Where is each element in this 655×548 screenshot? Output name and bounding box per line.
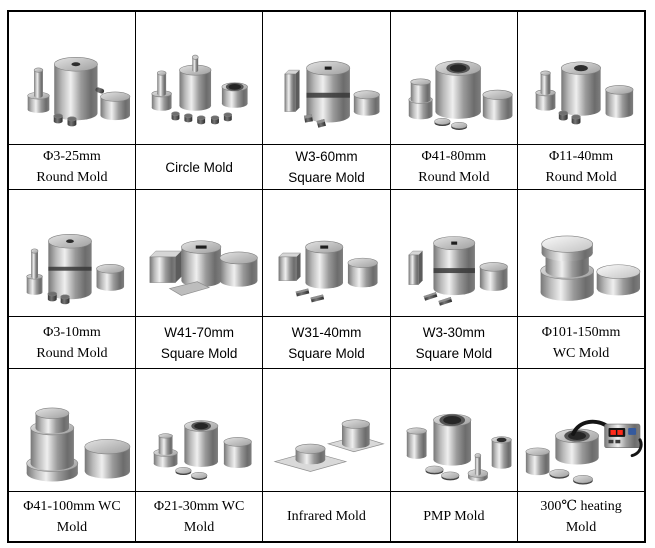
label-line1: Φ41-80mm (421, 149, 487, 164)
image-cell (262, 10, 391, 145)
photo-round-mold-phi41-80 (391, 12, 516, 144)
label-line2: Round Mold (36, 170, 108, 185)
label-line2: Square Mold (160, 345, 238, 361)
photo-square-mold-w41-70 (136, 191, 261, 316)
image-cell (7, 189, 136, 317)
label-row-3: Φ41-100mm WC Mold Φ21-30mm WC Mold Infrare… (7, 491, 646, 543)
label-line1: W3-60mm (295, 149, 358, 164)
photo-round-mold-phi3-10 (9, 191, 134, 316)
photo-round-mold-phi3-25 (9, 12, 134, 144)
label-line2: Round Mold (418, 170, 490, 185)
label-cell: Φ101-150mm WC Mold (517, 316, 646, 369)
label-line2: Square Mold (415, 345, 493, 361)
image-cell (134, 368, 264, 492)
label-cell: Infrared Mold (262, 491, 391, 543)
label-line1: W3-30mm (422, 324, 485, 340)
label-line1: W31-40mm (291, 324, 362, 340)
label-line1: Φ41-100mm WC (23, 498, 121, 514)
photo-circle-mold (136, 12, 261, 144)
mold-label: Φ21-30mm WC Mold (136, 492, 261, 541)
image-cell (389, 10, 519, 145)
image-cell (389, 189, 519, 317)
image-cell (517, 189, 646, 317)
label-cell: Circle Mold (134, 144, 264, 190)
image-cell (517, 10, 646, 145)
mold-label: Infrared Mold (264, 492, 389, 541)
photo-wc-mold-phi41-100 (9, 370, 134, 491)
photo-pmp-mold (391, 370, 516, 491)
label-line2: Square Mold (288, 170, 365, 185)
label-line1: W41-70mm (164, 324, 234, 340)
image-row-1 (7, 10, 646, 145)
image-cell (389, 368, 519, 492)
photo-square-mold-w3-60 (264, 12, 389, 144)
photo-square-mold-w3-30 (391, 191, 516, 316)
label-line1: PMP Mold (423, 509, 485, 524)
photo-heating-mold (519, 370, 644, 491)
mold-label: PMP Mold (391, 492, 516, 541)
photo-wc-mold-phi101-150 (519, 191, 644, 316)
label-cell: Φ21-30mm WC Mold (134, 491, 264, 543)
label-line1: Infrared Mold (287, 509, 366, 524)
label-line2: Square Mold (288, 345, 365, 361)
label-line2: Round Mold (545, 170, 617, 185)
photo-infrared-mold (264, 370, 389, 491)
label-line1: Φ3-10mm (43, 324, 101, 340)
label-line2: WC Mold (552, 345, 610, 361)
label-line2: Mold (183, 519, 215, 535)
image-cell (134, 189, 264, 317)
image-cell (262, 368, 391, 492)
label-cell: PMP Mold (389, 491, 519, 543)
label-line1: Φ11-40mm (548, 149, 614, 164)
image-cell (7, 10, 136, 145)
photo-square-mold-w31-40 (264, 191, 389, 316)
image-row-2 (7, 189, 646, 317)
image-cell (7, 368, 136, 492)
label-line1: 300℃ heating (540, 498, 622, 514)
photo-round-mold-phi11-40 (519, 12, 644, 144)
mold-label: Φ41-100mm WC Mold (9, 492, 134, 541)
photo-wc-mold-phi21-30 (136, 370, 261, 491)
label-line1: Circle Mold (165, 159, 233, 175)
mold-label: Circle Mold (136, 146, 261, 189)
label-line2: Mold (56, 519, 88, 535)
image-cell (517, 368, 646, 492)
label-cell: Φ41-100mm WC Mold (7, 491, 136, 543)
label-line2: Round Mold (36, 345, 108, 361)
mold-label: Φ101-150mm WC Mold (519, 318, 644, 368)
label-line1: Φ3-25mm (43, 149, 101, 164)
image-cell (134, 10, 264, 145)
label-line1: Φ101-150mm (541, 324, 621, 340)
label-line1: Φ21-30mm WC (153, 498, 245, 514)
image-cell (262, 189, 391, 317)
image-row-3 (7, 368, 646, 492)
label-line2: Mold (565, 519, 597, 535)
